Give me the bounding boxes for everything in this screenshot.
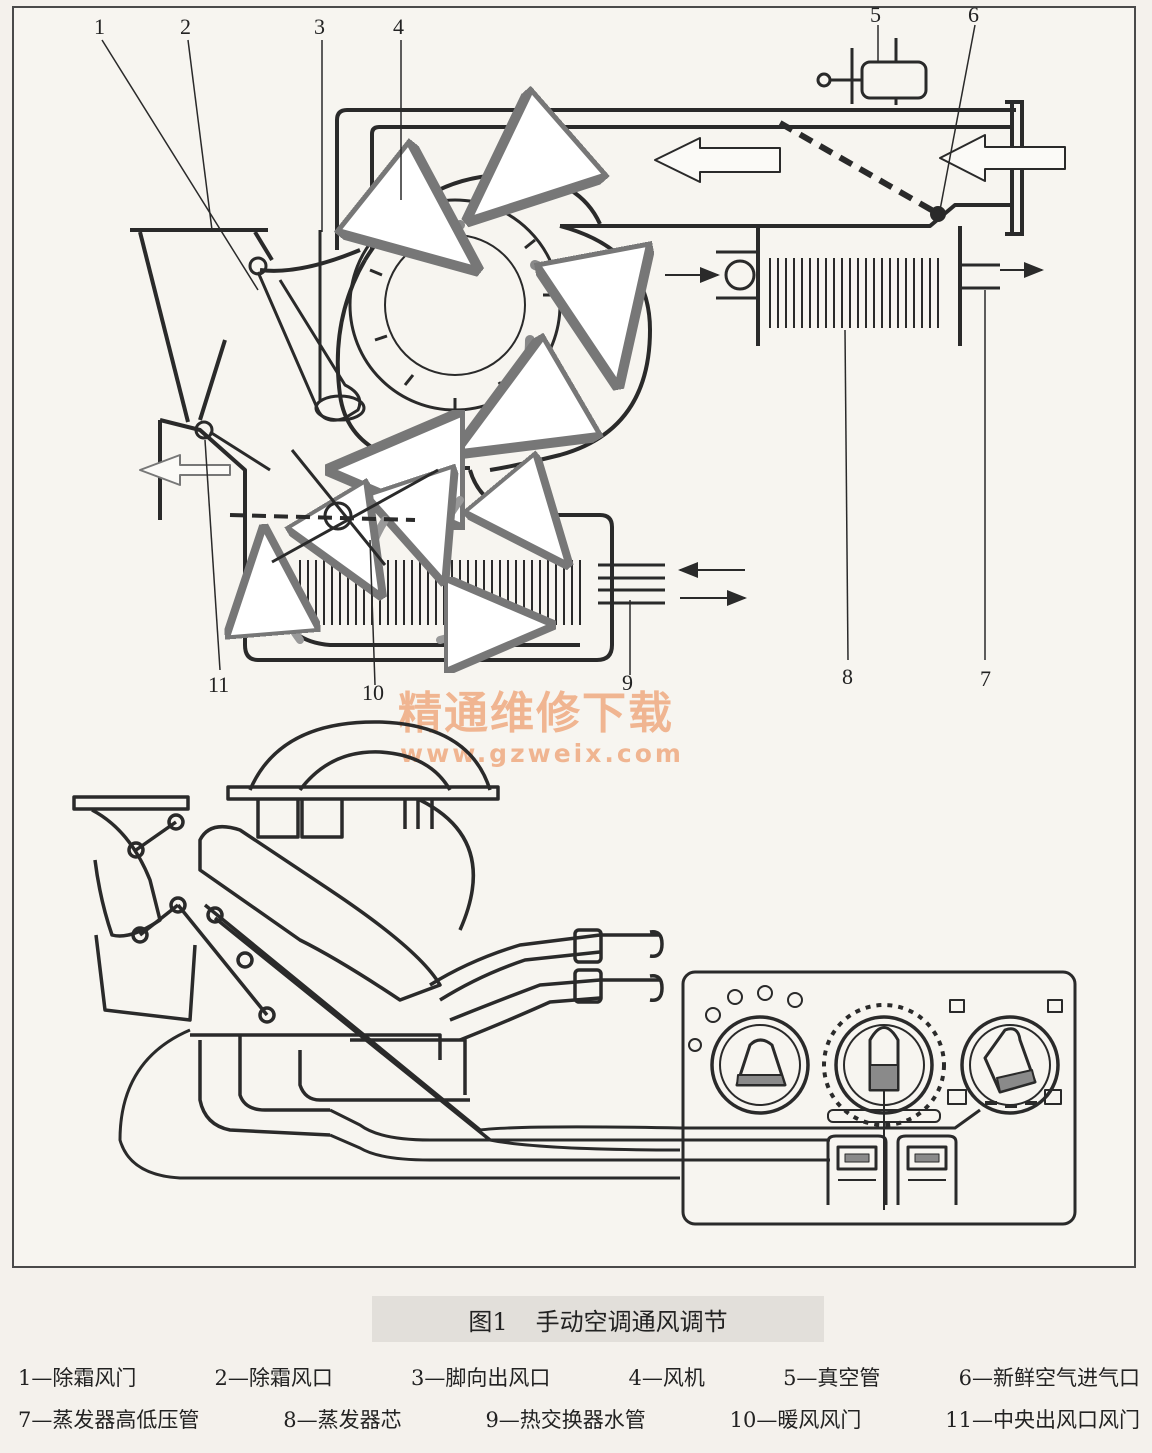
heater-airflow-arrows <box>265 500 560 640</box>
heater-water-pipes <box>598 563 665 605</box>
fan-speed-marks <box>688 985 803 1052</box>
air-distribution-knob[interactable] <box>960 1015 1060 1115</box>
fan-speed-knob[interactable] <box>710 1015 810 1115</box>
legend-item-5: 5—真空管 <box>783 1366 881 1390</box>
linkage-rods <box>127 813 492 1142</box>
legend-row-2: 7—蒸发器高低压管 8—蒸发器芯 9—热交换器水管 10—暖风风门 11—中央出… <box>18 1404 1140 1434</box>
defroster-outlet <box>130 228 361 423</box>
vacuum-actuator <box>816 38 928 105</box>
part-number-11: 11 <box>208 672 229 697</box>
foot-outlet <box>314 230 366 422</box>
legend-item-7: 7—蒸发器高低压管 <box>18 1408 200 1432</box>
part-number-5: 5 <box>870 2 881 27</box>
cables-to-panel <box>118 1028 981 1180</box>
evaporator-core <box>716 226 1000 346</box>
lower-housing <box>190 1033 470 1137</box>
legend-item-3: 3—脚向出风口 <box>411 1366 551 1390</box>
heater-pipes-3d <box>429 928 664 1042</box>
fresh-air-flap <box>778 120 946 222</box>
fresh-air-arrows <box>654 134 1066 183</box>
legend-item-11: 11—中央出风口风门 <box>945 1408 1140 1432</box>
center-vent-arrow <box>139 454 231 486</box>
legend-item-9: 9—热交换器水管 <box>485 1408 646 1432</box>
ac-button[interactable] <box>826 1134 888 1205</box>
part-number-8: 8 <box>842 664 853 689</box>
blower-airflow-arrows <box>345 160 615 470</box>
part-number-6: 6 <box>968 2 979 27</box>
part-number-1: 1 <box>94 14 105 39</box>
blower-assembly-3d <box>72 720 500 1022</box>
figure-caption: 图1 手动空调通风调节 <box>372 1296 824 1342</box>
legend-item-1: 1—除霜风门 <box>18 1366 137 1390</box>
control-panel <box>681 970 1077 1226</box>
part-number-7: 7 <box>980 666 991 691</box>
mode-icons <box>947 999 1063 1108</box>
watermark-url: www.gzweix.com <box>400 739 684 768</box>
recirculation-button[interactable] <box>896 1134 958 1205</box>
hvac-diagram: 1 2 3 4 5 6 7 8 9 10 11 精通维修下载 www.gzwei… <box>72 2 1077 1226</box>
legend-item-8: 8—蒸发器芯 <box>283 1408 402 1432</box>
watermark-cn: 精通维修下载 <box>398 688 674 739</box>
part-number-4: 4 <box>393 14 404 39</box>
center-vent <box>158 339 271 525</box>
legend-row-1: 1—除霜风门 2—除霜风口 3—脚向出风口 4—风机 5—真空管 6—新鲜空气进… <box>18 1362 1140 1392</box>
legend-item-6: 6—新鲜空气进气口 <box>958 1366 1140 1390</box>
caption-figure-number: 图1 <box>468 1307 508 1336</box>
warm-air-flap <box>229 449 439 566</box>
part-number-2: 2 <box>180 14 191 39</box>
part-number-9: 9 <box>622 670 633 695</box>
legend-item-2: 2—除霜风口 <box>214 1366 333 1390</box>
caption-title: 手动空调通风调节 <box>535 1307 728 1336</box>
part-number-3: 3 <box>314 14 325 39</box>
legend-item-10: 10—暖风风门 <box>729 1408 862 1432</box>
leader-lines <box>101 24 986 686</box>
fresh-air-duct <box>335 100 1024 250</box>
part-number-10: 10 <box>362 680 384 705</box>
heater-chamber <box>243 469 614 662</box>
legend-item-4: 4—风机 <box>628 1366 705 1390</box>
